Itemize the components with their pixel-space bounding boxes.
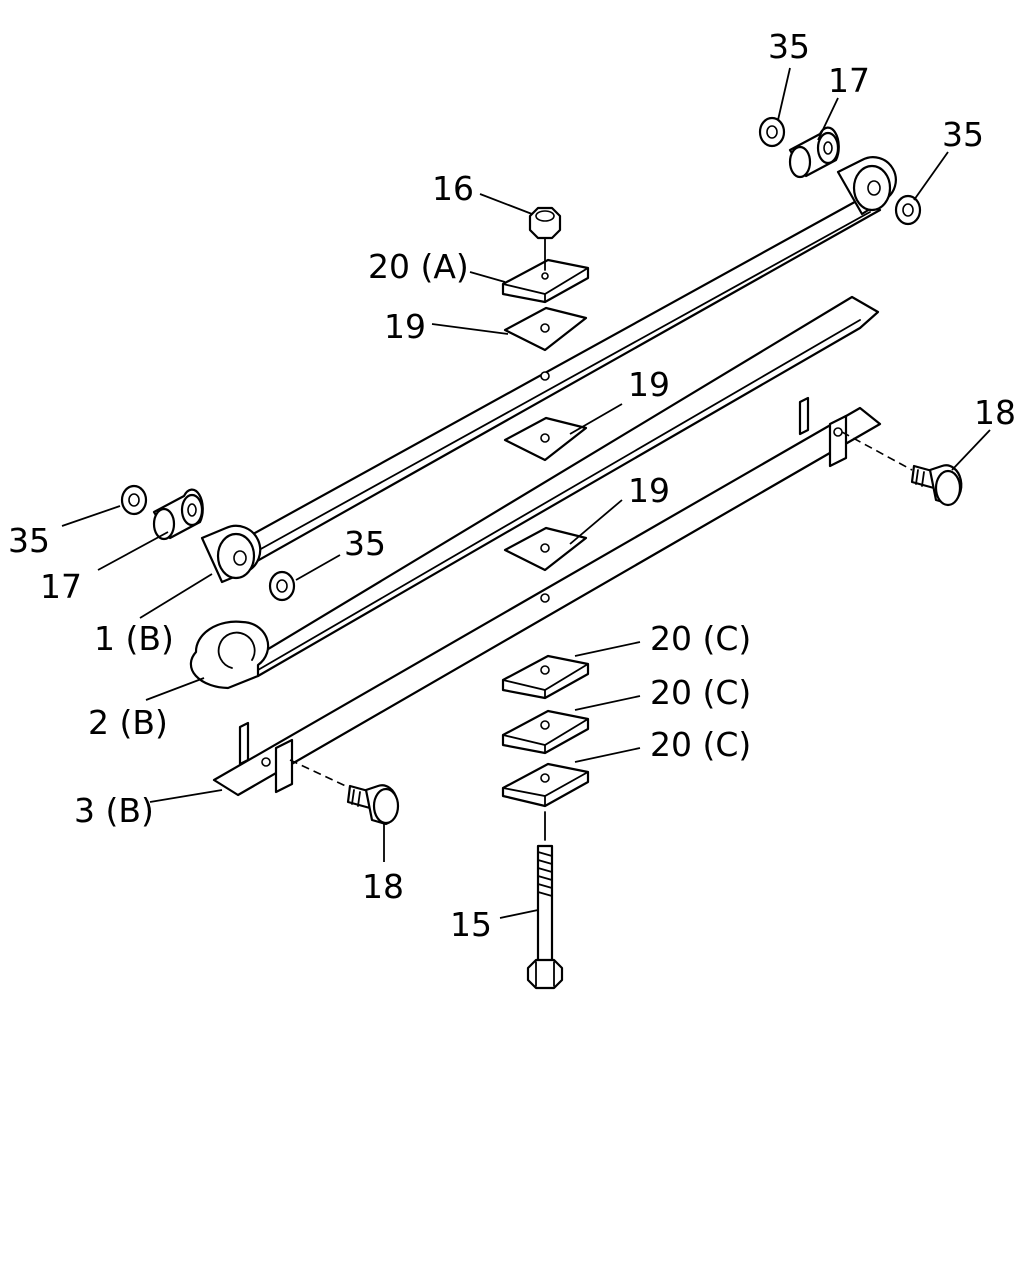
callout-2b: 2 (B) — [88, 703, 168, 742]
callout-19-top: 19 — [384, 307, 426, 346]
plate-20c-1 — [501, 654, 590, 700]
leader-lines — [61, 67, 991, 919]
callout-15: 15 — [450, 905, 492, 944]
leaf-spring-1b — [213, 196, 882, 567]
callout-16: 16 — [432, 169, 474, 208]
washer-35-top — [758, 116, 786, 148]
callout-19-low: 19 — [628, 471, 670, 510]
callout-3b: 3 (B) — [74, 791, 154, 830]
callout-18-right: 18 — [974, 393, 1016, 432]
leaf-3-clip-left — [238, 721, 294, 794]
leaf-2-wrapped-eye — [189, 620, 270, 690]
bushing-17-top — [788, 126, 840, 179]
leaf-3-clip-right — [798, 396, 848, 468]
callout-20c-2: 20 (C) — [650, 673, 751, 712]
washer-35-mid — [268, 570, 296, 602]
callout-20a: 20 (A) — [368, 247, 469, 286]
plate-19-mid — [503, 416, 588, 462]
leaf-1-eye-left — [200, 524, 262, 584]
callout-35-top: 35 — [768, 27, 810, 66]
callout-17-left: 17 — [40, 567, 82, 606]
callout-20c-3: 20 (C) — [650, 725, 751, 764]
washer-35-top-right — [894, 194, 922, 226]
plate-20c-3 — [501, 762, 590, 808]
callout-35-left: 35 — [8, 521, 50, 560]
plate-19-low — [503, 526, 588, 572]
callout-18-bottom: 18 — [362, 867, 404, 906]
callout-35-top-right: 35 — [942, 115, 984, 154]
bushing-17-left — [152, 488, 204, 541]
washer-35-left — [120, 484, 148, 516]
callout-19-mid: 19 — [628, 365, 670, 404]
plate-20a — [501, 258, 590, 304]
callout-1b: 1 (B) — [94, 619, 174, 658]
leaf-1-eye-right — [836, 156, 897, 216]
callout-17-top: 17 — [828, 61, 870, 100]
callout-35-mid: 35 — [344, 524, 386, 563]
callout-labels: 35 17 35 16 20 (A) 19 19 19 18 35 17 35 … — [8, 27, 1016, 944]
center-bolt-15 — [526, 811, 564, 990]
leaf-spring-3b — [212, 406, 882, 797]
callout-20c-1: 20 (C) — [650, 619, 751, 658]
bolt-18-bottom — [289, 759, 400, 826]
bolt-18-right — [841, 431, 963, 507]
plate-20c-2 — [501, 709, 590, 755]
nut-16 — [528, 206, 562, 271]
plate-19-top — [503, 306, 588, 352]
